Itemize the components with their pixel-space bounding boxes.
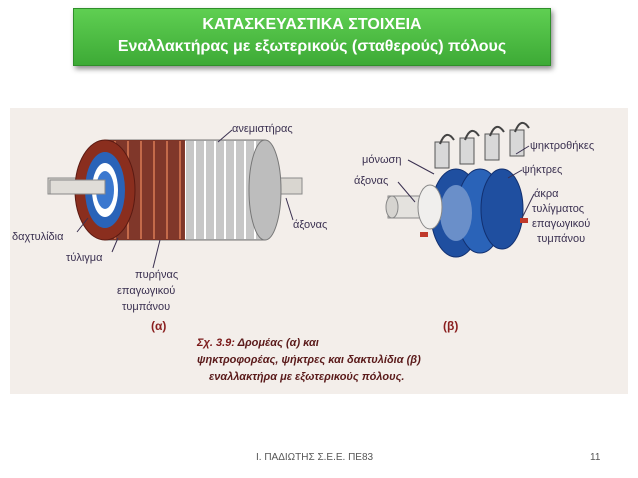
label-shaft-a: άξονας — [293, 219, 328, 231]
caption-line1: Δρομέας (α) και — [237, 337, 319, 349]
caption-line3: εναλλακτήρα με εξωτερικούς πόλους. — [209, 371, 405, 383]
figure-caption: Σχ. 3.9: Δρομέας (α) και ψηκτροφορέας, ψ… — [197, 335, 467, 386]
label-core-2: επαγωγικού — [117, 285, 176, 297]
label-ends-4: τυμπάνου — [537, 233, 586, 245]
label-ends-1: άκρα — [534, 188, 559, 200]
slide-title-box: ΚΑΤΑΣΚΕΥΑΣΤΙΚΑ ΣΤΟΙΧΕΙΑ Εναλλακτήρας με … — [73, 8, 551, 66]
brush-holder-b-drawing — [385, 121, 530, 258]
caption-line2: ψηκτροφορέας, ψήκτρες και δακτυλίδια (β) — [197, 354, 421, 366]
label-fan: ανεμιστήρας — [232, 123, 293, 135]
slide-title: ΚΑΤΑΣΚΕΥΑΣΤΙΚΑ ΣΤΟΙΧΕΙΑ — [202, 16, 422, 33]
rotor-a-drawing — [47, 139, 303, 241]
label-shaft-b: άξονας — [354, 175, 389, 187]
label-brushes: ψήκτρες — [522, 164, 563, 176]
rotor-illustration — [47, 121, 535, 269]
label-ends-2: τυλίγματος — [532, 203, 585, 215]
label-brush-holders: ψηκτροθήκες — [530, 140, 595, 152]
caption-prefix: Σχ. 3.9: — [197, 337, 235, 349]
slide-subtitle: Εναλλακτήρας με εξωτερικούς (σταθερούς) … — [117, 38, 507, 55]
alternator-figure: ανεμιστήρας άξονας δαχτυλίδια τύλιγμα πυ… — [10, 108, 628, 394]
label-rings: δαχτυλίδια — [12, 231, 64, 243]
label-ends-3: επαγωγικού — [532, 218, 591, 230]
label-winding: τύλιγμα — [66, 252, 103, 264]
footer-author: Ι. ΠΑΔΙΩΤΗΣ Σ.Ε.Ε. ΠΕ83 — [256, 452, 374, 463]
label-core-3: τυμπάνου — [122, 301, 171, 313]
page-number: 11 — [590, 452, 601, 463]
subfigure-a-label: (α) — [151, 319, 167, 333]
label-core-1: πυρήνας — [135, 269, 179, 281]
subfigure-b-label: (β) — [443, 319, 459, 333]
label-insulation: μόνωση — [362, 154, 402, 166]
